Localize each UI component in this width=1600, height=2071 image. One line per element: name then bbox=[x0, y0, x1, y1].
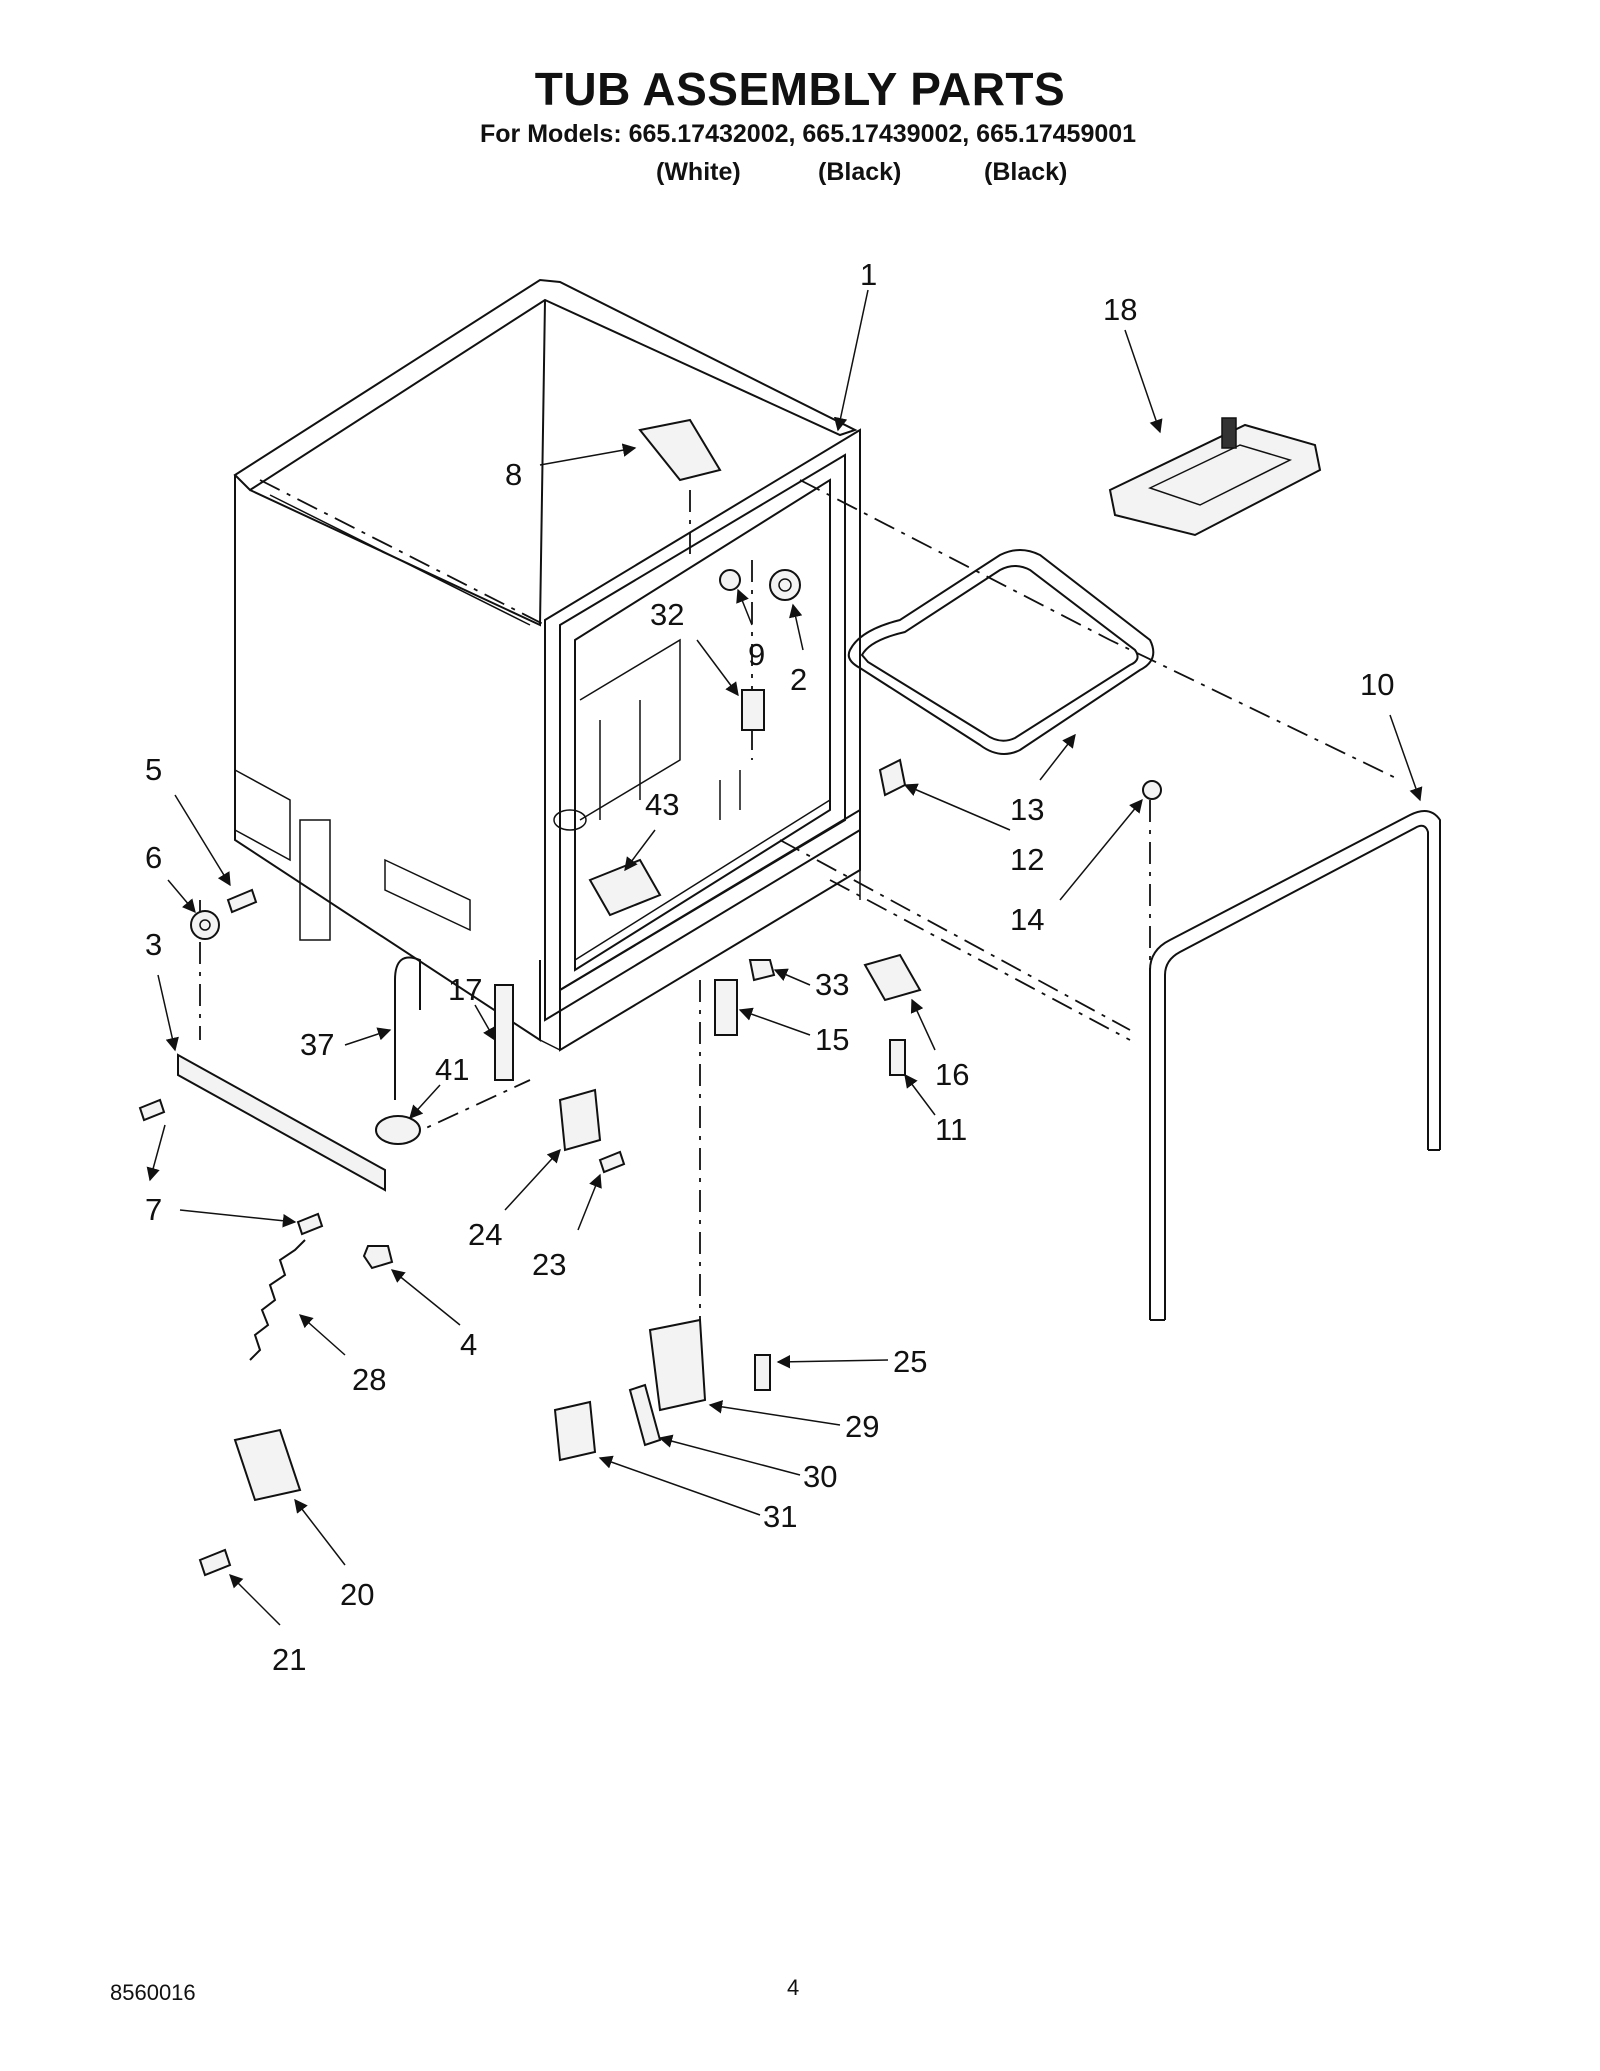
callout-21: 21 bbox=[272, 1642, 306, 1677]
tub-body bbox=[233, 278, 861, 1052]
callout-25: 25 bbox=[893, 1344, 927, 1379]
callout-2: 2 bbox=[790, 662, 807, 697]
callout-32: 32 bbox=[650, 597, 684, 632]
document-number: 8560016 bbox=[110, 1980, 196, 2005]
callout-6: 6 bbox=[145, 840, 162, 875]
model-color-2: (Black) bbox=[818, 158, 902, 186]
gasket-loop bbox=[847, 549, 1155, 755]
callout-41: 41 bbox=[435, 1052, 469, 1087]
tub-frame bbox=[1149, 810, 1441, 1321]
model-color-3: (Black) bbox=[984, 158, 1068, 186]
callout-31: 31 bbox=[763, 1499, 797, 1534]
callout-43: 43 bbox=[645, 787, 679, 822]
callout-23: 23 bbox=[532, 1247, 566, 1282]
callout-12: 12 bbox=[1010, 842, 1044, 877]
small-parts bbox=[138, 418, 1162, 1577]
callout-11: 11 bbox=[935, 1112, 967, 1147]
callout-5: 5 bbox=[145, 752, 162, 787]
callout-24: 24 bbox=[468, 1217, 502, 1252]
callout-8: 8 bbox=[505, 457, 522, 492]
callout-3: 3 bbox=[145, 927, 162, 962]
callout-10: 10 bbox=[1360, 667, 1394, 702]
callout-13: 13 bbox=[1010, 792, 1044, 827]
dispenser-part bbox=[1108, 417, 1322, 537]
callout-arrows bbox=[146, 289, 1423, 1626]
callout-29: 29 bbox=[845, 1409, 879, 1444]
callout-17: 17 bbox=[448, 972, 482, 1007]
callout-4: 4 bbox=[460, 1327, 477, 1362]
page-title: TUB ASSEMBLY PARTS bbox=[534, 63, 1066, 115]
page-number: 4 bbox=[787, 1975, 800, 2000]
callout-16: 16 bbox=[935, 1057, 969, 1092]
callout-28: 28 bbox=[352, 1362, 386, 1397]
callout-33: 33 bbox=[815, 967, 849, 1002]
callout-20: 20 bbox=[340, 1577, 374, 1612]
assembly-lines bbox=[199, 479, 1401, 1350]
callout-30: 30 bbox=[803, 1459, 837, 1494]
callout-1: 1 bbox=[860, 257, 877, 292]
callout-labels: 1 18 8 32 9 2 10 13 12 14 5 6 3 43 33 15… bbox=[145, 257, 1394, 1677]
callout-37: 37 bbox=[300, 1027, 334, 1062]
callout-15: 15 bbox=[815, 1022, 849, 1057]
callout-9: 9 bbox=[748, 637, 765, 672]
callout-14: 14 bbox=[1010, 902, 1044, 937]
callout-7: 7 bbox=[145, 1192, 162, 1227]
models-line: For Models: 665.17432002, 665.17439002, … bbox=[480, 120, 1137, 148]
model-color-1: (White) bbox=[656, 158, 741, 186]
callout-18: 18 bbox=[1103, 292, 1137, 327]
